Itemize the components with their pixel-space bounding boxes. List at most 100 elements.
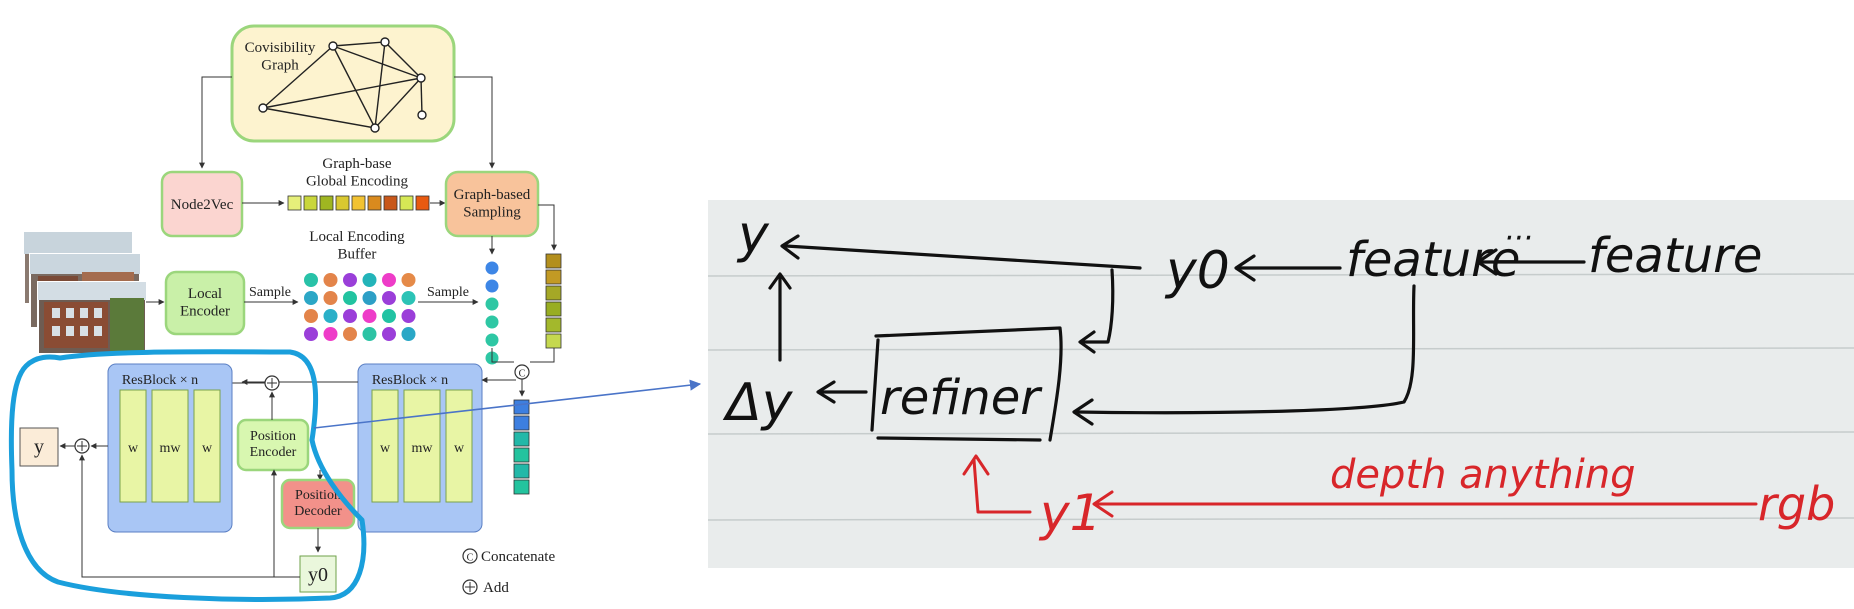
global-encoding-cell	[287, 195, 302, 211]
buffer-feature-dot	[343, 273, 357, 287]
global-encoding-cell	[351, 195, 366, 211]
legend-add: Add	[483, 580, 509, 596]
sketch-panel: y y0 feature ··· feature Δy refiner	[707, 200, 1854, 568]
resblock-left-label: ResBlock × n	[122, 373, 198, 388]
buffer-feature-dot	[323, 273, 338, 287]
global-encoding-bar	[287, 195, 430, 211]
paper-lines	[707, 273, 1854, 521]
buffer-feature-dot	[323, 309, 338, 323]
sketch-y1: y1	[1038, 484, 1101, 542]
sample-label-1: Sample	[249, 285, 291, 300]
global-encoding-cell	[399, 195, 414, 211]
sampled-global-features	[545, 253, 562, 349]
sketch-red-strokes	[962, 454, 1758, 518]
node2vec-box: Node2Vec	[160, 170, 244, 238]
buffer-feature-dot	[343, 327, 357, 341]
y0-to-add-arrow	[79, 454, 300, 578]
sampled-local-dot	[485, 333, 499, 347]
buffer-feature-dot	[362, 291, 377, 305]
buffer-feature-dot	[362, 327, 377, 341]
sketch-depth-anything: depth anything	[1330, 452, 1636, 498]
sampled-local-dot	[485, 279, 499, 293]
buffer-feature-dot	[304, 273, 318, 287]
buffer-feature-dot	[382, 291, 396, 305]
concat-feature-cell	[513, 431, 530, 447]
sampled-global-cell	[545, 333, 562, 349]
y0-label: y0	[308, 564, 328, 586]
buffer-feature-dot	[362, 309, 377, 323]
buffer-feature-dot	[401, 291, 416, 305]
concat-feature-cell	[513, 463, 530, 479]
sampled-local-dot	[485, 315, 499, 329]
buffer-feature-dot	[304, 291, 318, 305]
concat-node: C	[514, 364, 530, 380]
global-encoding-cell	[303, 195, 318, 211]
sketch-y: y	[736, 205, 770, 265]
graph-network	[258, 37, 427, 133]
svg-text:mw: mw	[412, 441, 434, 456]
graph-to-sampling-arrow	[454, 76, 495, 169]
buffer-feature-dot	[401, 309, 416, 323]
buffer-feature-dot	[304, 309, 318, 323]
buffer-feature-dot	[401, 273, 416, 287]
concat-feature-cell	[513, 447, 530, 463]
resblock-right-label: ResBlock × n	[372, 373, 448, 388]
sampled-global-cell	[545, 317, 562, 333]
global-encoding-cell	[383, 195, 398, 211]
global-encoding-cell	[319, 195, 334, 211]
global-to-concat-line	[530, 348, 555, 363]
resblock-right: ResBlock × n w mw w	[357, 363, 483, 533]
buffer-feature-dot	[343, 309, 357, 323]
buffer-feature-dot	[343, 291, 357, 305]
sketch-rgb: rgb	[1758, 477, 1835, 531]
buffer-feature-dot	[323, 291, 338, 305]
sampled-global-cell	[545, 269, 562, 285]
buffer-feature-dot	[362, 273, 377, 287]
svg-text:C: C	[519, 369, 526, 380]
global-encoding-cell	[367, 195, 382, 211]
buffer-feature-dot	[382, 309, 396, 323]
sampled-global-cell	[545, 301, 562, 317]
global-encoding-cell	[335, 195, 350, 211]
buffer-feature-dot	[382, 327, 396, 341]
svg-text:w: w	[380, 441, 391, 456]
node2vec-label: Node2Vec	[171, 197, 234, 213]
y0-box: y0	[299, 555, 337, 593]
global-encoding-cell	[415, 195, 430, 211]
sampled-global-cell	[545, 285, 562, 301]
sketch-black-strokes	[768, 234, 1586, 442]
legend: C Concatenate Add	[462, 548, 555, 596]
sampled-global-cell	[545, 253, 562, 269]
sampled-local-dot	[485, 297, 499, 311]
buffer-feature-dot	[401, 327, 416, 341]
concat-feature-cell	[513, 479, 530, 495]
resblock-left: ResBlock × n w mw w	[107, 363, 233, 533]
sampled-local-features	[485, 261, 499, 365]
local-encoding-buffer	[304, 273, 416, 341]
y-label: y	[34, 436, 44, 458]
svg-text:w: w	[202, 441, 213, 456]
sketch-y0: y0	[1164, 241, 1230, 301]
svg-text:w: w	[128, 441, 139, 456]
buffer-feature-dot	[323, 327, 338, 341]
graph-to-node2vec-arrow	[199, 76, 232, 169]
input-images	[23, 231, 147, 355]
buffer-feature-dot	[382, 273, 396, 287]
sketch-dots: ···	[1504, 221, 1533, 256]
concat-feature-cell	[513, 415, 530, 431]
sampled-local-dot	[485, 261, 499, 275]
svg-text:mw: mw	[160, 441, 182, 456]
legend-concatenate: Concatenate	[481, 549, 555, 565]
sketch-delta-y: Δy	[722, 373, 794, 433]
buffer-feature-dot	[304, 327, 318, 341]
